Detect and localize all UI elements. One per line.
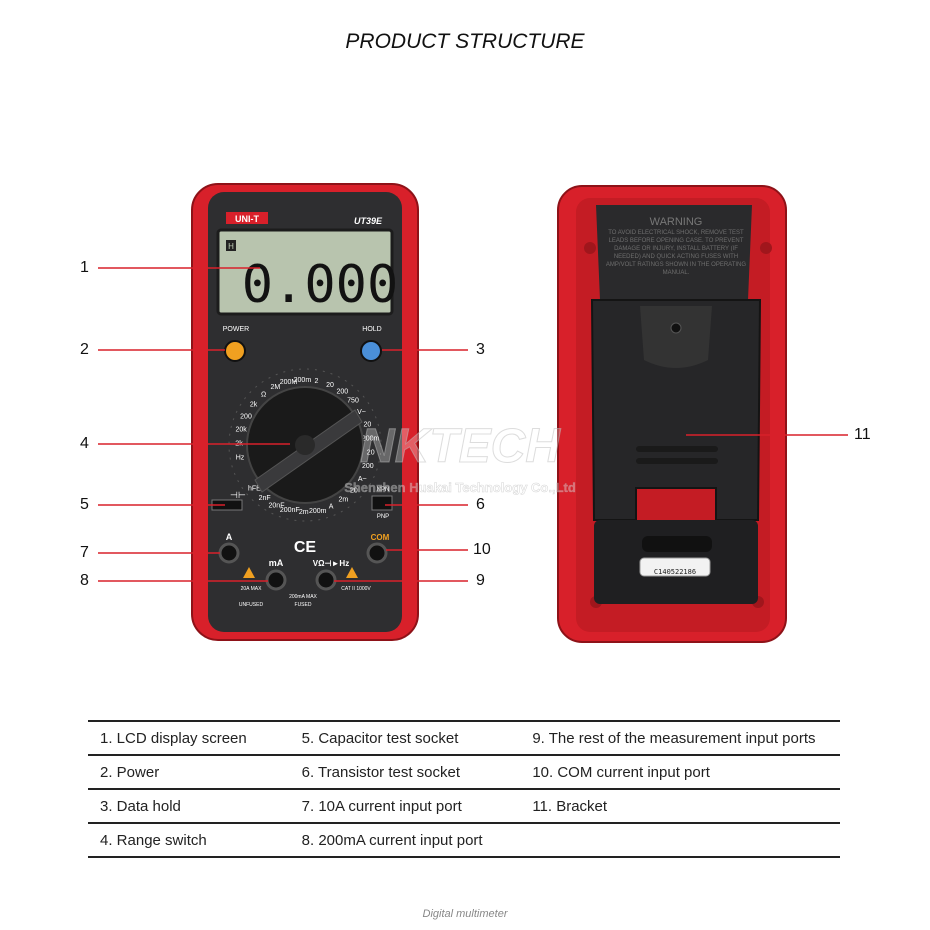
dial-range-label: 20 (326, 382, 334, 389)
dial-range-label: Hz (236, 455, 245, 462)
table-cell: 6. Transistor test socket (301, 763, 461, 781)
table-cell: 5. Capacitor test socket (301, 729, 459, 747)
dial-range-label: 200 (240, 413, 252, 420)
power-button[interactable] (224, 340, 246, 362)
dial-range-label: 200 (336, 389, 348, 396)
port-com-label: COM (371, 533, 390, 542)
transistor-test-socket[interactable] (371, 495, 393, 511)
warning-title: WARNING (650, 216, 703, 228)
dial-range-label: 20 (364, 422, 372, 429)
callout-6: 6 (476, 496, 485, 513)
warning-icon (243, 567, 255, 578)
dial-range-label: 200nF (280, 507, 300, 514)
dial-range-label: 200m (309, 508, 327, 515)
dial-range-label: 2k (250, 402, 258, 409)
dial-range-label: 20nF (269, 503, 285, 510)
dial-range-label: 200 (362, 463, 374, 470)
callout-lines (98, 267, 848, 582)
table-row: 3. Data hold 7. 10A current input port 1… (88, 788, 840, 822)
callout-5: 5 (80, 496, 89, 513)
watermark-subtitle: Shenzhen Huakai Technology Co.,Ltd (344, 480, 576, 495)
dial-range-label: 750 (347, 398, 359, 405)
table-cell: 8. 200mA current input port (301, 831, 483, 849)
port-200ma[interactable] (265, 569, 287, 591)
dial-range-label: V~ (357, 409, 366, 416)
brand-label: UNI-T (235, 214, 259, 224)
warning-text: TO AVOID ELECTRICAL SHOCK, REMOVE TEST L… (605, 230, 747, 276)
dial-range-label: 200m (362, 435, 380, 442)
callout-10: 10 (473, 541, 491, 558)
callout-9: 9 (476, 572, 485, 589)
callout-11: 11 (854, 426, 871, 443)
dial-range-label: 20 (367, 449, 375, 456)
port-a-label: A (226, 532, 233, 542)
port-10a[interactable] (218, 542, 240, 564)
callout-7: 7 (80, 544, 89, 561)
dial-range-label: 200M (280, 379, 298, 386)
callout-8: 8 (80, 572, 89, 589)
port-ma-label: mA (269, 558, 284, 568)
table-cell: 9. The rest of the measurement input por… (532, 729, 816, 747)
range-switch[interactable] (246, 386, 364, 504)
image-caption: Digital multimeter (422, 908, 508, 920)
warn-ma-label: 200mA MAX (289, 594, 317, 600)
multimeter-back: WARNING TO AVOID ELECTRICAL SHOCK, REMOV… (557, 185, 787, 643)
lcd-reading: 0.000 (242, 255, 399, 315)
dial-range-label: 2 (315, 378, 319, 385)
dial-range-label: 200m (294, 377, 312, 384)
table-cell: 1. LCD display screen (100, 729, 247, 747)
npn-label: NPN (377, 487, 390, 493)
warn-a-label: 20A MAX (241, 586, 263, 592)
dial-range-label: hFE (248, 485, 261, 492)
table-cell: 2. Power (100, 763, 160, 781)
cat-label: CAT II 1000V (341, 586, 371, 592)
lcd-display-screen (216, 228, 394, 316)
page-title: PRODUCT STRUCTURE (345, 30, 585, 53)
dial-range-label: 2nF (259, 495, 271, 502)
callout-3: 3 (476, 341, 485, 358)
table-cell: 4. Range switch (100, 831, 207, 849)
table-row: 1. LCD display screen 5. Capacitor test … (88, 720, 840, 754)
table-cell: 3. Data hold (100, 797, 181, 815)
unfused-label: UNFUSED (239, 602, 264, 608)
dial-range-label: 20 (350, 487, 358, 494)
fused-label: FUSED (295, 602, 312, 608)
dial-range-label: A (329, 504, 334, 511)
brand-badge (226, 212, 268, 224)
battery-cover (596, 205, 752, 300)
table-row: 4. Range switch 8. 200mA current input p… (88, 822, 840, 858)
power-label: POWER (223, 326, 249, 333)
dial-range-label: 2m (299, 509, 309, 516)
dial-range-label: A~ (358, 476, 367, 483)
table-cell: 10. COM current input port (532, 763, 710, 781)
multimeter-front: UNI-T UT39E H 0.000 POWER HOLD Hz 2k 20k 20… (191, 183, 419, 641)
warning-icon (346, 567, 358, 578)
port-vohm[interactable] (315, 569, 337, 591)
callout-1: 1 (80, 259, 89, 276)
hold-button[interactable] (360, 340, 382, 362)
port-v-label: VΩ⊣►Hz (313, 559, 349, 568)
callout-2: 2 (80, 341, 89, 358)
ce-mark: CE (294, 539, 317, 556)
port-com[interactable] (366, 542, 388, 564)
dial-range-label: 2m (339, 497, 349, 504)
table-cell: 7. 10A current input port (301, 797, 462, 815)
hold-indicator: H (228, 242, 234, 251)
product-illustration: UNI-T UT39E H 0.000 POWER HOLD Hz 2k 20k 20… (98, 183, 848, 643)
callout-4: 4 (80, 435, 89, 452)
serial-number: C140522186 (654, 568, 696, 576)
watermark: NKTECH (360, 420, 561, 473)
legend-table: 1. LCD display screen 5. Capacitor test … (88, 720, 840, 858)
dial-range-label: 20k (235, 427, 247, 434)
svg-text:⊣⊢: ⊣⊢ (230, 491, 246, 501)
hold-label: HOLD (362, 326, 381, 333)
table-cell: 11. Bracket (532, 797, 608, 815)
serial-sticker (639, 557, 711, 577)
model-label: UT39E (354, 216, 383, 226)
dial-range-label: Ω (261, 392, 266, 399)
dial-range-label: 2M (271, 384, 281, 391)
table-row: 2. Power 6. Transistor test socket 10. C… (88, 754, 840, 788)
pnp-label: PNP (377, 514, 389, 520)
